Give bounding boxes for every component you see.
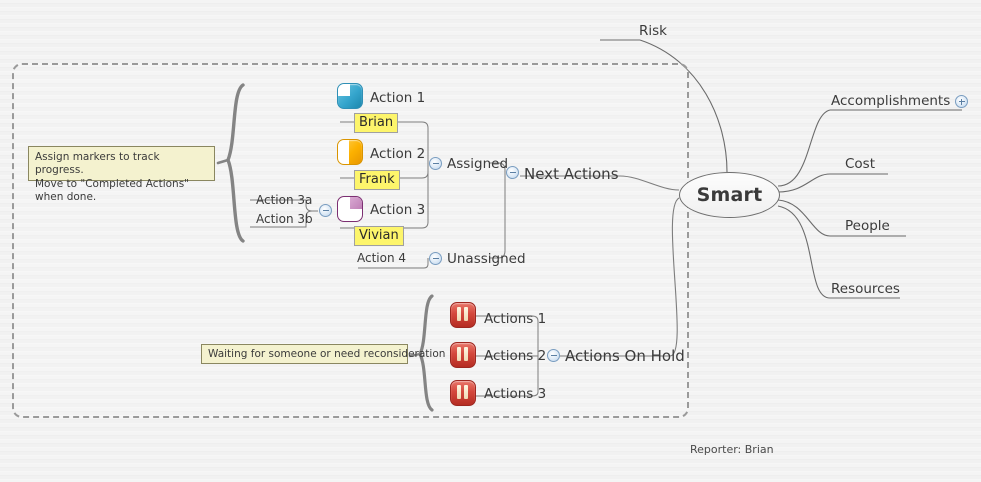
topic-action-3b-label: Action 3b (256, 212, 313, 226)
pause-icon-actions-2[interactable] (450, 342, 476, 368)
topic-next-actions[interactable]: Next Actions (524, 165, 619, 183)
topic-hold-actions-1-label: Actions 1 (484, 311, 547, 327)
note-assign-markers[interactable]: Assign markers to track progress. Move t… (28, 146, 215, 203)
topic-action-1[interactable]: Action 1 (370, 90, 425, 106)
topic-resources-label: Resources (831, 281, 900, 297)
note-assign-markers-line-1: Assign markers to track progress. (35, 151, 160, 177)
note-waiting[interactable]: Waiting for someone or need reconsiderat… (201, 344, 445, 364)
assignee-label-brian[interactable]: Brian (354, 113, 399, 133)
topic-hold-actions-2-label: Actions 2 (484, 348, 547, 364)
progress-half-orange-icon[interactable] (337, 139, 363, 165)
assignee-label-vivian[interactable]: Vivian (354, 226, 404, 246)
topic-unassigned-label: Unassigned (447, 251, 526, 267)
pause-icon-actions-3[interactable] (450, 380, 476, 406)
topic-action-3-label: Action 3 (370, 202, 426, 218)
central-topic-smart[interactable]: Smart (679, 172, 780, 218)
topic-action-1-label: Action 1 (370, 90, 426, 106)
collapse-toggle-unassigned[interactable] (429, 252, 442, 265)
topic-action-2[interactable]: Action 2 (370, 146, 425, 162)
topic-assigned-label: Assigned (447, 156, 509, 172)
expand-toggle-accomplishments[interactable] (955, 95, 968, 108)
topic-risk-label: Risk (639, 23, 667, 39)
central-topic-label: Smart (696, 184, 763, 206)
topic-accomplishments[interactable]: Accomplishments (831, 93, 950, 109)
topic-next-actions-label: Next Actions (524, 165, 619, 183)
pause-icon-actions-1[interactable] (450, 302, 476, 328)
topic-people-label: People (845, 218, 890, 234)
topic-assigned[interactable]: Assigned (447, 156, 508, 172)
topic-hold-actions-3[interactable]: Actions 3 (484, 386, 546, 402)
topic-hold-actions-3-label: Actions 3 (484, 386, 547, 402)
topic-actions-on-hold-label: Actions On Hold (565, 347, 685, 365)
topic-action-3[interactable]: Action 3 (370, 202, 425, 218)
progress-quarter-purple-icon[interactable] (337, 196, 363, 222)
topic-action-3b[interactable]: Action 3b (256, 212, 313, 226)
note-assign-markers-line-2: Move to "Completed Actions" when done. (35, 177, 189, 204)
assignee-vivian-text: Vivian (359, 228, 399, 243)
reporter-label: Reporter: Brian (690, 443, 774, 456)
progress-quarter-blue-icon[interactable] (337, 83, 363, 109)
topic-hold-actions-1[interactable]: Actions 1 (484, 311, 546, 327)
topic-unassigned[interactable]: Unassigned (447, 251, 526, 267)
reporter-text: Reporter: Brian (690, 443, 774, 456)
topic-actions-on-hold[interactable]: Actions On Hold (565, 347, 685, 365)
topic-cost[interactable]: Cost (845, 156, 875, 172)
collapse-toggle-next-actions[interactable] (506, 166, 519, 179)
note-waiting-text: Waiting for someone or need reconsiderat… (208, 348, 446, 360)
assignee-label-frank[interactable]: Frank (354, 170, 400, 190)
topic-accomplishments-label: Accomplishments (831, 93, 951, 109)
assignee-frank-text: Frank (359, 172, 395, 187)
topic-action-2-label: Action 2 (370, 146, 426, 162)
topic-action-4-label: Action 4 (357, 251, 407, 265)
collapse-toggle-assigned[interactable] (429, 157, 442, 170)
collapse-toggle-actions-on-hold[interactable] (547, 349, 560, 362)
topic-risk[interactable]: Risk (639, 23, 667, 39)
topic-cost-label: Cost (845, 156, 876, 172)
topic-action-3a[interactable]: Action 3a (256, 193, 312, 207)
topic-action-3a-label: Action 3a (256, 193, 313, 207)
topic-resources[interactable]: Resources (831, 281, 900, 297)
collapse-toggle-action-3[interactable] (319, 204, 332, 217)
topic-hold-actions-2[interactable]: Actions 2 (484, 348, 546, 364)
assignee-brian-text: Brian (359, 115, 394, 130)
topic-action-4[interactable]: Action 4 (357, 251, 406, 265)
topic-people[interactable]: People (845, 218, 890, 234)
